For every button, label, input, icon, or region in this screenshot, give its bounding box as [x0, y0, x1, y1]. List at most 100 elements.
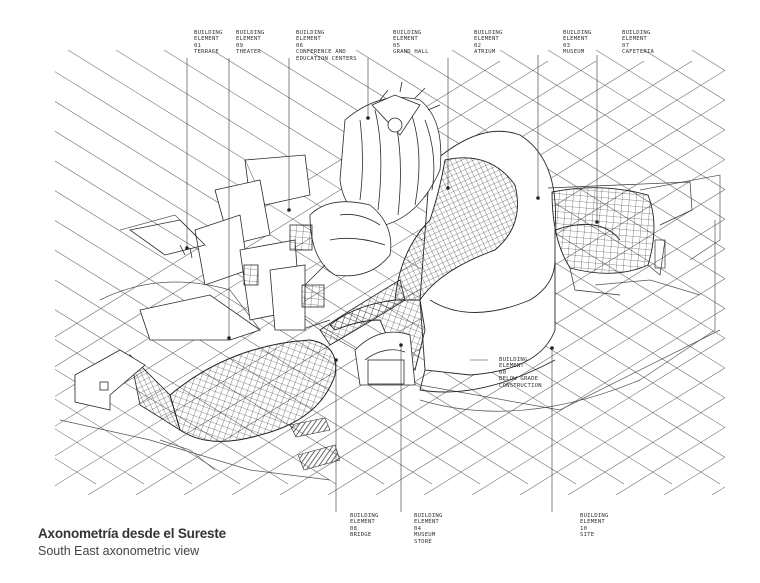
grid-line: [375, 278, 725, 495]
label-line: CONFERENCE AND: [296, 49, 346, 56]
label-line: ELEMENT: [499, 363, 524, 370]
label-line: CONSTRUCTION: [499, 382, 542, 389]
label-line: BUILDING: [414, 513, 443, 519]
atrium-mesh: [394, 157, 518, 301]
label-line: ELEMENT: [414, 519, 439, 526]
ground-outline: [59, 214, 721, 481]
label-line: ATRIUM: [474, 49, 496, 56]
leader-lines: [186, 55, 598, 512]
grid-line: [55, 249, 433, 485]
terrace-structures: [74, 219, 261, 411]
label-line: GRAND HALL: [393, 49, 429, 56]
label-line: EDUCATION CENTERS: [296, 55, 357, 62]
label-line: BUILDING: [296, 30, 325, 36]
label-line: MUSEUM: [414, 532, 436, 539]
grid-line: [55, 60, 693, 457]
label-line: TERRACE: [194, 49, 219, 56]
grid-line: [403, 50, 725, 250]
fish-mesh: [169, 339, 337, 442]
caption-title: Axonometría desde el Sureste: [38, 526, 226, 541]
grid-line: [55, 428, 145, 485]
label-line: 10: [580, 525, 588, 532]
cafeteria-frame: [547, 181, 693, 296]
grid-line: [423, 308, 725, 495]
grid-line: [231, 188, 725, 495]
museum-store: [354, 331, 416, 386]
leader-dots: [185, 116, 599, 362]
label-line: THEATER: [236, 49, 261, 56]
label-line: BUILDING: [580, 513, 609, 519]
grid-line: [519, 367, 725, 495]
grid-line: [55, 190, 529, 485]
label-line: STORE: [414, 538, 432, 545]
label-line: BUILDING: [393, 30, 422, 36]
label-line: 06: [296, 42, 304, 49]
grid-line: [55, 398, 193, 485]
label-line: ELEMENT: [563, 36, 588, 43]
label-line: ELEMENT: [474, 36, 499, 43]
grid-line: [55, 220, 481, 485]
grid-line: [327, 248, 725, 495]
grid-line: [55, 368, 241, 485]
grid-line: [211, 50, 725, 369]
label-line: 02: [474, 42, 482, 49]
label-line: BUILDING: [236, 30, 265, 36]
grid-line: [567, 397, 725, 495]
label-line: BRIDGE: [350, 532, 372, 539]
label-line: BUILDING: [350, 513, 379, 519]
grid-line: [547, 50, 725, 161]
grid-line: [451, 50, 725, 220]
label-line: SITE: [580, 532, 595, 539]
grid-line: [615, 427, 725, 495]
label-line: 04: [414, 525, 422, 532]
label-line: ELEMENT: [393, 36, 418, 43]
grid-line: [55, 69, 725, 487]
grid-line: [471, 337, 725, 495]
fish-tail: [129, 353, 181, 431]
label-line: BUILDING: [499, 357, 528, 363]
label-line: 07: [622, 42, 630, 49]
label-line: ELEMENT: [350, 519, 375, 526]
conference-center: [299, 201, 392, 331]
label-line: ELEMENT: [236, 36, 261, 43]
label-line: BUILDING: [194, 30, 223, 36]
label-line: 05: [393, 42, 401, 49]
label-line: CAFETERIA: [622, 49, 655, 56]
stair-pads: [289, 417, 341, 471]
label-line: ELEMENT: [580, 519, 605, 526]
caption-subtitle: South East axonometric view: [38, 544, 200, 558]
label-line: 09: [236, 42, 244, 49]
grid-line: [55, 101, 673, 485]
label-line: BELOW GRADE: [499, 376, 539, 383]
label-line: BUILDING: [563, 30, 592, 36]
label-line: BUILDING: [474, 30, 503, 36]
label-line: ELEMENT: [296, 36, 321, 43]
grid-line: [740, 50, 760, 484]
label-line: BUILDING: [622, 30, 651, 36]
grid-line: [499, 50, 725, 190]
grid-line: [595, 50, 725, 131]
bridge-deck: [319, 279, 406, 346]
grid-line: [355, 50, 725, 280]
grid-line: [691, 50, 725, 71]
label-line: ELEMENT: [622, 36, 647, 43]
cafeteria-mesh: [551, 187, 655, 274]
label-line: ELEMENT: [194, 36, 219, 43]
label-line: 03: [563, 42, 571, 49]
grid-line: [0, 50, 48, 484]
label-line: 01: [194, 42, 202, 49]
grid-line: [279, 218, 725, 495]
